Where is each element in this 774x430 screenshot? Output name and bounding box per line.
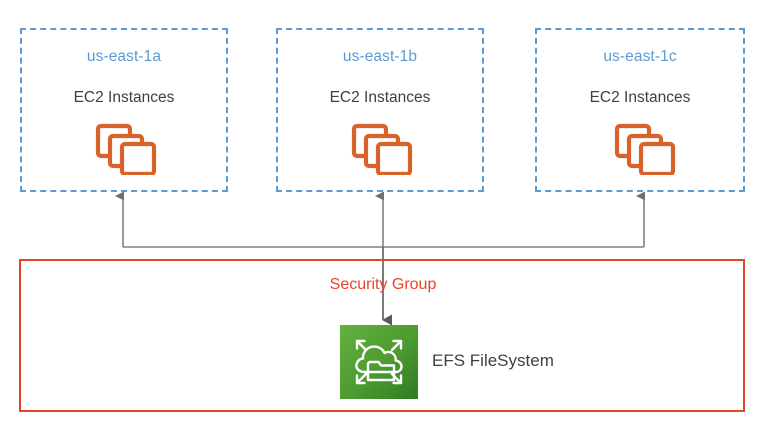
security-group-label: Security Group	[329, 276, 437, 293]
availability-zone-us-east-1c: us-east-1c EC2 Instances	[535, 28, 745, 192]
az-label-us-east-1c: us-east-1c	[603, 48, 677, 65]
ec2-instances-label-us-east-1a: EC2 Instances	[73, 89, 175, 106]
availability-zone-us-east-1b: us-east-1b EC2 Instances	[276, 28, 484, 192]
ec2-instances-icon	[351, 123, 413, 175]
az-label-us-east-1a: us-east-1a	[86, 48, 162, 65]
ec2-instances-label-us-east-1b: EC2 Instances	[329, 89, 431, 106]
ec2-instances-icon	[614, 123, 676, 175]
ec2-instances-icon	[95, 123, 157, 175]
az-label-us-east-1b: us-east-1b	[342, 48, 418, 65]
efs-filesystem-icon	[340, 325, 418, 399]
availability-zone-us-east-1a: us-east-1a EC2 Instances	[20, 28, 228, 192]
efs-filesystem-label: EFS FileSystem	[432, 351, 554, 370]
ec2-instances-label-us-east-1c: EC2 Instances	[589, 89, 691, 106]
security-group-box	[19, 259, 745, 412]
